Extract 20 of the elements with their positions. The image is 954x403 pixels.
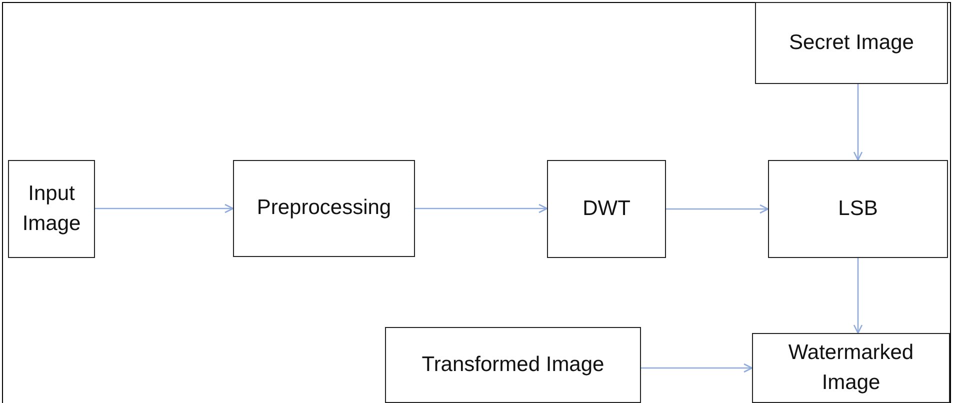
arrow (415, 204, 548, 214)
arrow (641, 363, 753, 373)
box-label: Preprocessing (256, 195, 392, 222)
box-label: LSB (837, 196, 879, 222)
process-box (755, 2, 948, 84)
process-box (385, 327, 641, 403)
arrow (853, 258, 863, 334)
box-label: Input Image (21, 180, 82, 237)
box-label: Transformed Image (420, 352, 606, 378)
box-label: Secret Image (788, 30, 915, 56)
box-label: Watermarked Image (787, 340, 915, 396)
arrow (95, 204, 234, 214)
arrow (666, 204, 769, 214)
process-box (8, 160, 95, 258)
process-box (752, 333, 950, 403)
process-box (233, 160, 415, 257)
arrow (853, 84, 863, 161)
process-box (768, 160, 948, 258)
process-box (547, 160, 666, 258)
box-label: DWT (582, 196, 632, 222)
